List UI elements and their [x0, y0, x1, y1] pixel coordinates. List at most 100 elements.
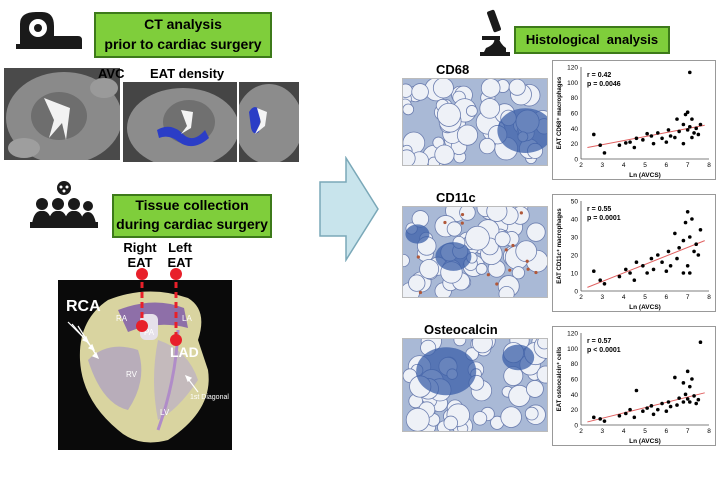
y-tick-label: 20	[571, 407, 579, 414]
data-point	[685, 110, 690, 115]
data-point	[681, 381, 686, 385]
y-tick-label: 60	[571, 111, 579, 118]
data-point	[692, 249, 696, 254]
data-point	[634, 260, 639, 264]
avc-label: AVC	[98, 66, 125, 81]
lv-label: LV	[160, 408, 170, 417]
data-point	[673, 375, 677, 380]
left-eat-line1: Left	[168, 240, 192, 255]
x-tick-label: 5	[643, 294, 647, 301]
data-point	[664, 269, 669, 273]
data-point	[694, 401, 698, 406]
data-point	[690, 217, 694, 221]
data-point	[666, 128, 671, 132]
eat-sampling-pins	[136, 268, 182, 346]
data-point	[668, 404, 673, 409]
data-point	[598, 278, 602, 282]
data-point	[685, 397, 690, 401]
left-eat-pin-bottom	[170, 334, 182, 346]
y-tick-label: 0	[574, 423, 578, 430]
data-point	[677, 246, 681, 250]
data-point	[641, 409, 645, 413]
data-point	[688, 271, 692, 275]
la-label: LA	[182, 314, 192, 323]
tissue-collection-box: Tissue collection during cardiac surgery	[112, 194, 272, 238]
data-point	[628, 140, 632, 144]
data-point	[651, 412, 656, 417]
stat-r-label: r = 0.57	[587, 338, 611, 345]
stat-p-label: p = 0.0001	[587, 215, 621, 222]
y-tick-label: 30	[571, 235, 579, 242]
stain-label-cd11c: CD11c	[436, 190, 476, 205]
data-point	[692, 394, 696, 398]
data-point	[624, 141, 628, 145]
data-point	[673, 231, 677, 236]
data-point	[666, 249, 671, 254]
data-point	[685, 128, 690, 132]
y-tick-label: 100	[567, 346, 578, 353]
x-tick-label: 4	[622, 294, 626, 301]
data-point	[632, 278, 637, 282]
x-tick-label: 7	[686, 428, 690, 435]
x-tick-label: 4	[622, 162, 626, 169]
stain-label-osteocalcin: Osteocalcin	[424, 322, 498, 337]
data-point	[694, 126, 698, 131]
microscope-icon	[476, 8, 512, 56]
regression-line	[587, 124, 705, 148]
stat-p-label: p < 0.0001	[587, 347, 621, 354]
x-tick-label: 3	[601, 162, 605, 169]
ct-analysis-box: CT analysis prior to cardiac surgery	[94, 12, 272, 58]
data-point	[675, 403, 679, 407]
regression-line	[587, 240, 705, 288]
data-point	[660, 260, 664, 264]
histological-analysis-label: Histological analysis	[525, 32, 659, 47]
data-point	[660, 136, 664, 141]
data-point	[602, 419, 607, 423]
x-tick-label: 3	[601, 428, 605, 435]
data-point	[681, 271, 686, 275]
stat-p-label: p = 0.0046	[587, 81, 621, 88]
x-tick-label: 7	[686, 162, 690, 169]
data-point	[668, 264, 673, 268]
ct-analysis-line2: prior to cardiac surgery	[104, 36, 262, 52]
data-point	[592, 269, 596, 273]
x-axis-title: Ln (AVCS)	[629, 438, 661, 445]
data-point	[634, 136, 639, 141]
rca-label: RCA	[66, 298, 101, 315]
data-point	[660, 401, 664, 406]
diagonal-label: 1st Diagonal	[190, 394, 229, 401]
data-point	[688, 235, 692, 239]
data-point	[690, 377, 694, 381]
histology-image-osteocalcin	[402, 338, 548, 432]
data-point	[677, 396, 681, 400]
data-point	[649, 256, 654, 261]
data-point	[645, 271, 649, 275]
x-tick-label: 2	[579, 294, 583, 301]
left-eat-pin-top	[170, 268, 182, 280]
data-point	[696, 132, 701, 137]
ct-image-eat-1	[123, 82, 237, 162]
data-point	[656, 407, 660, 412]
y-tick-label: 20	[571, 141, 579, 148]
data-point	[696, 253, 701, 257]
x-tick-label: 8	[707, 162, 711, 169]
data-point	[602, 151, 607, 155]
data-point	[617, 274, 622, 279]
data-point	[592, 415, 596, 420]
y-tick-label: 0	[574, 289, 578, 296]
data-point	[664, 409, 669, 413]
data-point	[624, 411, 628, 416]
data-point	[602, 282, 607, 286]
ct-scanner-icon	[14, 8, 84, 52]
data-point	[656, 253, 660, 257]
data-point	[664, 140, 669, 144]
x-tick-label: 8	[707, 428, 711, 435]
y-tick-label: 120	[567, 65, 578, 72]
y-tick-label: 60	[571, 377, 579, 384]
x-tick-label: 4	[622, 428, 626, 435]
x-axis-title: Ln (AVCS)	[629, 172, 661, 179]
y-tick-label: 80	[571, 361, 579, 368]
data-point	[690, 117, 694, 121]
data-point	[592, 132, 596, 137]
